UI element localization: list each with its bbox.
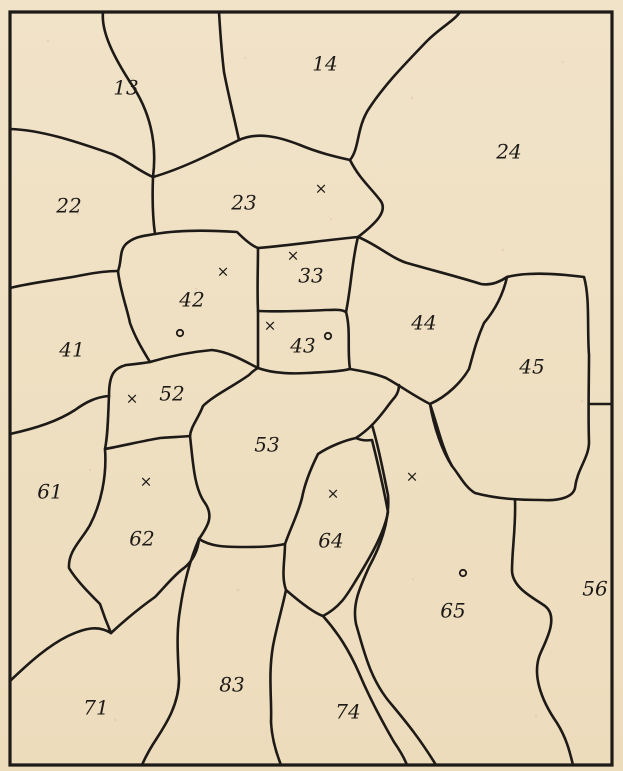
boundary-13-22 bbox=[8, 127, 155, 179]
marker-x-62: × bbox=[140, 473, 153, 491]
marker-o-42 bbox=[175, 328, 185, 338]
region-label-14: 14 bbox=[312, 52, 337, 76]
marker-x-65: × bbox=[406, 468, 419, 486]
boundary-71-83 bbox=[140, 537, 201, 767]
boundary-64-outline bbox=[282, 436, 390, 618]
boundary-41-52 bbox=[8, 394, 111, 436]
marker-x-52: × bbox=[126, 390, 139, 408]
marker-x-42: × bbox=[217, 263, 230, 281]
boundary-62-outline bbox=[109, 537, 201, 635]
region-label-44: 44 bbox=[410, 311, 436, 335]
region-label-61: 61 bbox=[37, 480, 62, 504]
boundary-83-74 bbox=[269, 588, 288, 767]
marker-x-23: × bbox=[315, 180, 328, 198]
region-label-33: 33 bbox=[298, 264, 323, 288]
region-labels: 13 14 22 23 24 33 41 42 43 44 45 52 53 5… bbox=[37, 52, 608, 724]
boundary-33-44 bbox=[344, 235, 360, 314]
boundary-22-42 bbox=[116, 232, 157, 273]
boundary-71-left bbox=[8, 627, 113, 683]
region-label-43: 43 bbox=[289, 334, 315, 358]
boundary-65-right bbox=[428, 402, 454, 468]
region-label-83: 83 bbox=[219, 673, 244, 697]
region-label-62: 62 bbox=[129, 527, 154, 551]
boundary-74-right bbox=[321, 614, 409, 767]
marker-o-43 bbox=[323, 331, 333, 341]
marker-o-65 bbox=[458, 568, 468, 578]
boundary-65-56 bbox=[510, 498, 575, 767]
map-markers: × × × × × × × × bbox=[126, 180, 468, 578]
boundary-22-41 bbox=[8, 269, 120, 290]
region-label-24: 24 bbox=[495, 140, 521, 164]
region-label-22: 22 bbox=[55, 194, 81, 218]
map-frame bbox=[8, 10, 614, 767]
boundary-14-23 bbox=[151, 134, 352, 179]
marker-x-64: × bbox=[327, 485, 340, 503]
region-label-45: 45 bbox=[518, 355, 544, 379]
region-label-64: 64 bbox=[318, 529, 343, 553]
boundary-53-outline bbox=[188, 383, 401, 549]
region-label-41: 41 bbox=[58, 338, 84, 362]
region-label-74: 74 bbox=[335, 700, 360, 724]
region-boundaries bbox=[8, 10, 614, 767]
paper-texture bbox=[46, 39, 584, 722]
boundary-42-outline bbox=[116, 269, 260, 370]
boundary-14-inner bbox=[217, 10, 241, 142]
region-label-53: 53 bbox=[254, 433, 279, 457]
marker-x-33: × bbox=[287, 247, 300, 265]
boundary-33-43 bbox=[256, 308, 348, 314]
region-label-71: 71 bbox=[83, 696, 108, 720]
region-label-52: 52 bbox=[159, 382, 184, 406]
marker-x-43: × bbox=[264, 317, 277, 335]
boundary-14-24 bbox=[348, 10, 462, 162]
region-label-56: 56 bbox=[582, 577, 608, 601]
boundary-45-outline bbox=[428, 272, 591, 502]
region-label-13: 13 bbox=[113, 76, 138, 100]
boundary-43-53 bbox=[256, 310, 352, 375]
region-label-65: 65 bbox=[440, 599, 465, 623]
boundary-13-14 bbox=[101, 10, 156, 179]
region-label-23: 23 bbox=[230, 191, 256, 215]
boundary-23 bbox=[151, 158, 385, 250]
region-label-42: 42 bbox=[178, 288, 204, 312]
boundary-61-62 bbox=[67, 447, 113, 635]
boundary-65-outline bbox=[353, 423, 438, 767]
